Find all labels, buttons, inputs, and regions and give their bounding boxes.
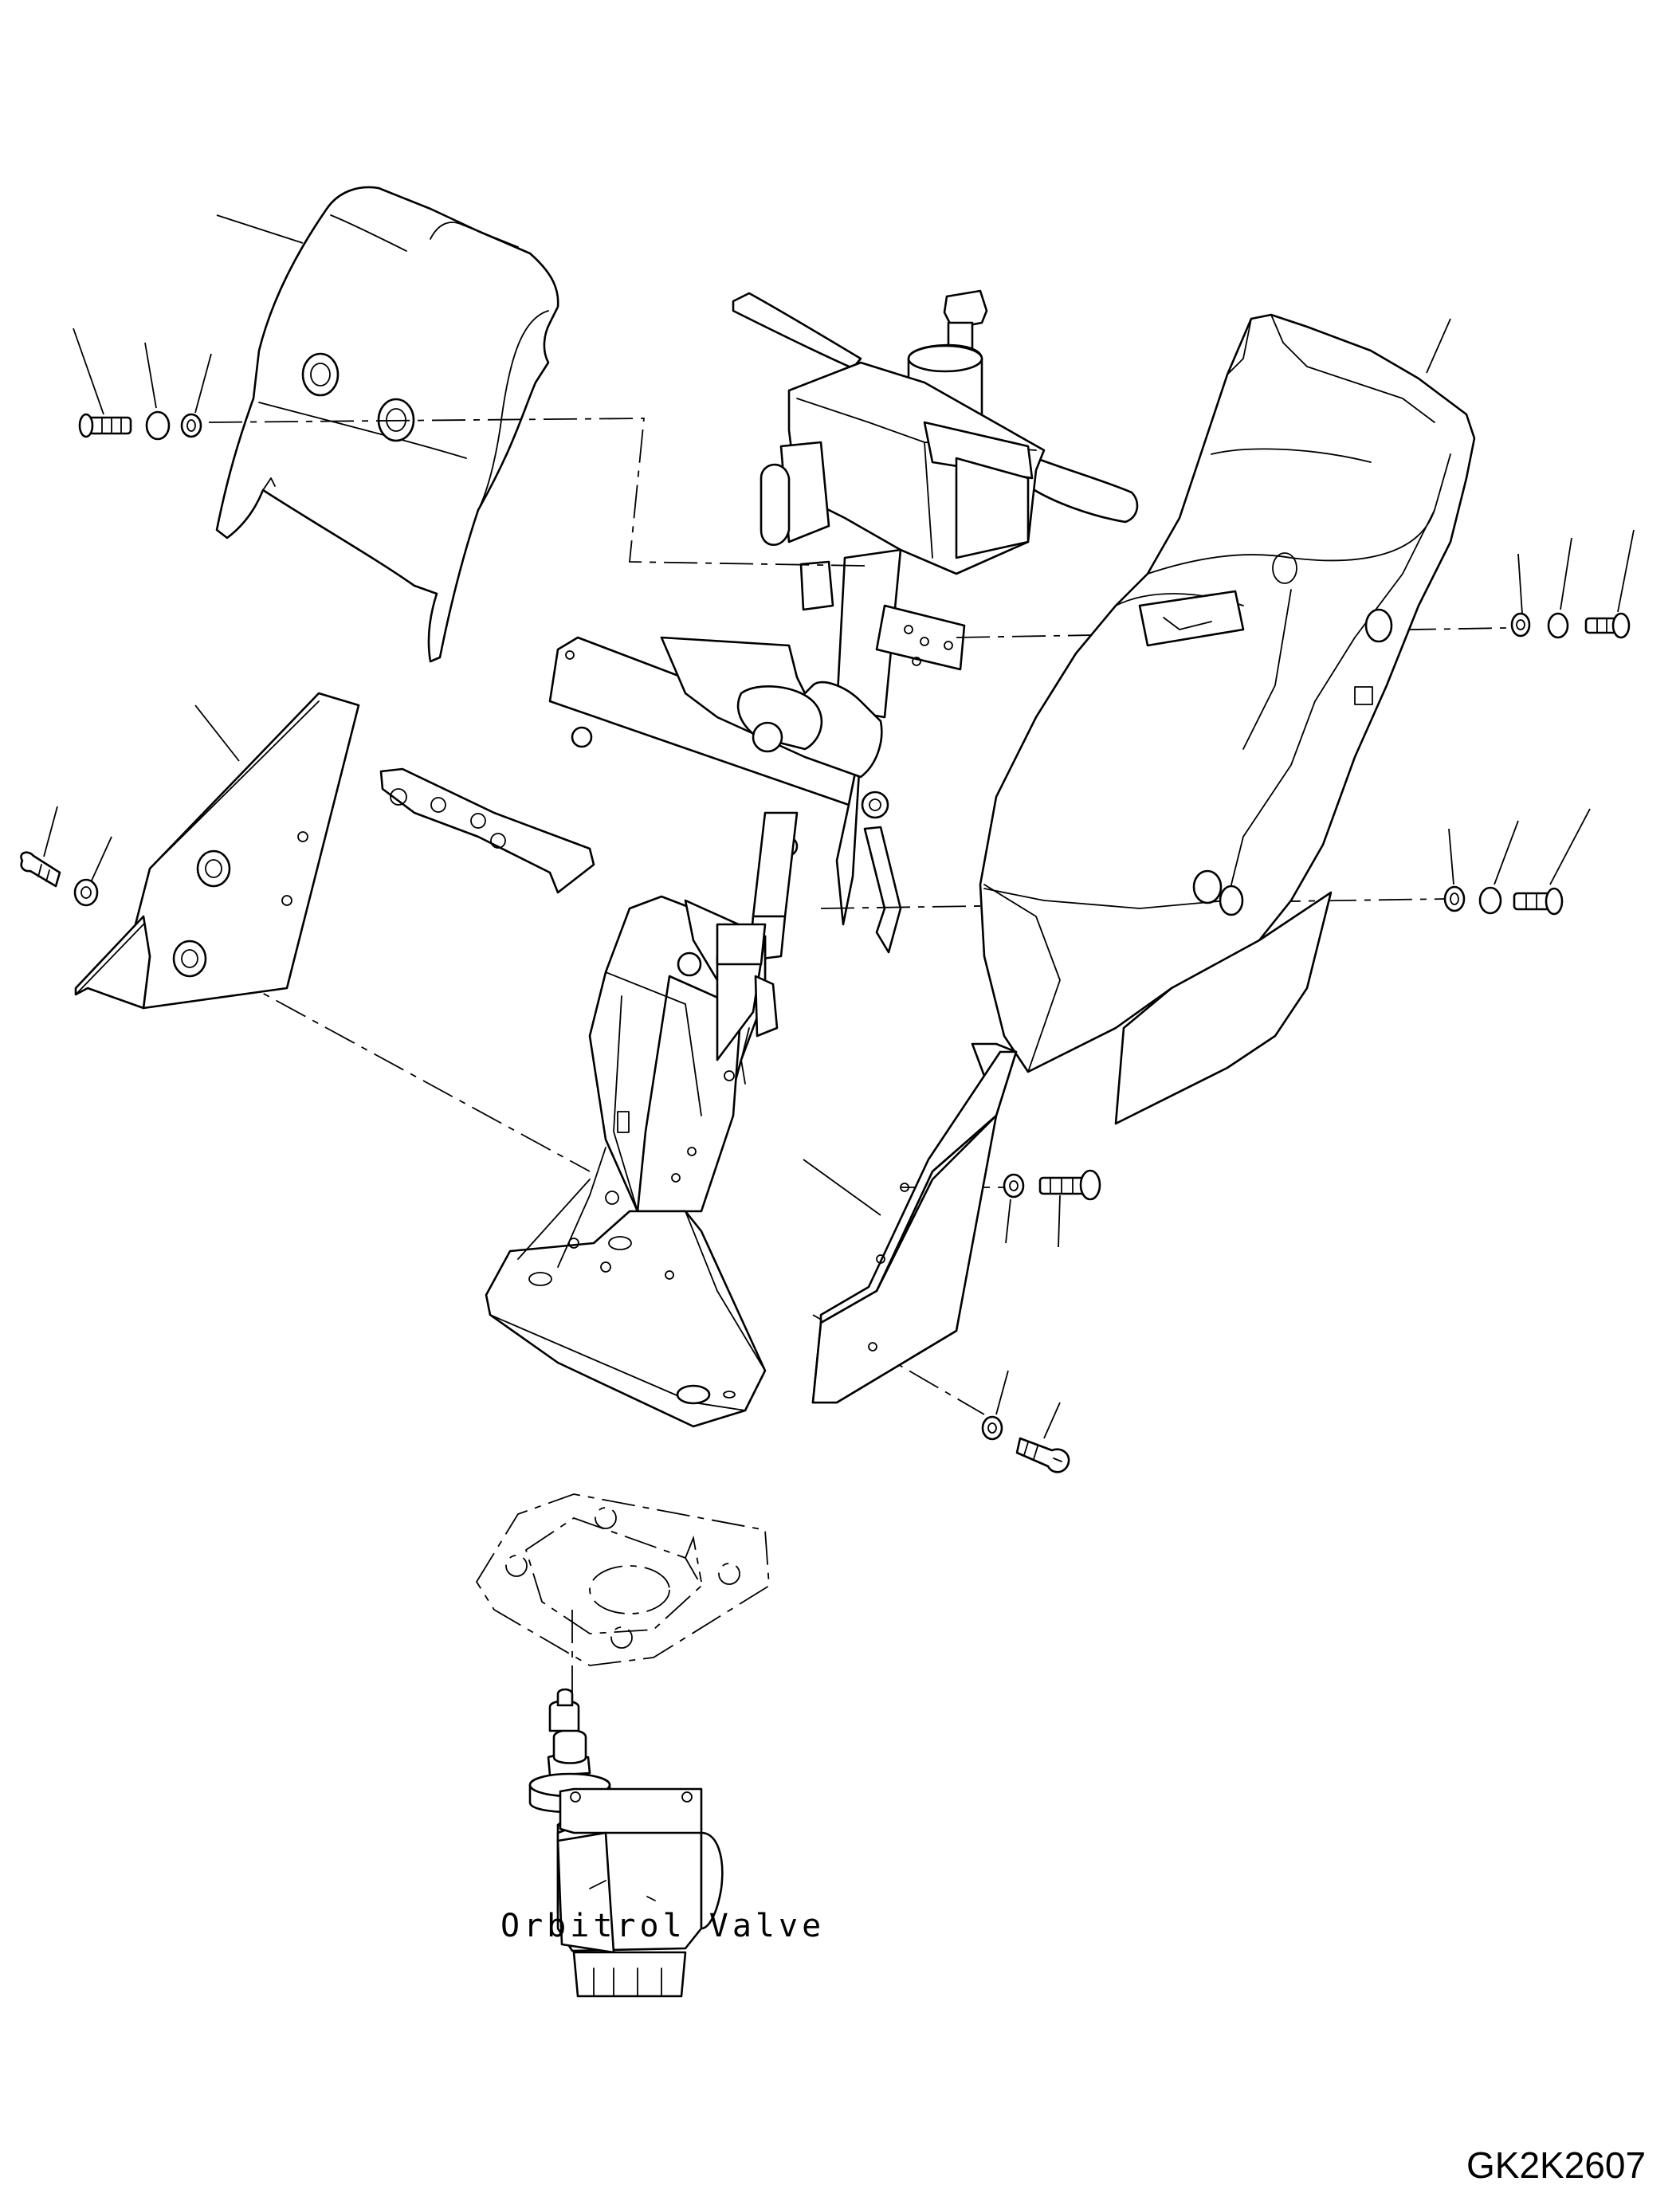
right-plate-washer-upper [1004,1175,1023,1197]
right-plate-washer-lower [983,1417,1002,1439]
steering-column-assembly [381,291,1137,1426]
left-plate-bolt [21,853,60,886]
rear-cover-lockwasher-lower [1445,887,1464,911]
column-cover-rear [980,315,1474,1124]
rear-cover-washer-lower [1480,888,1501,913]
right-plate-bolt-lower [1017,1438,1069,1472]
right-plate-bolt-upper [1040,1171,1100,1199]
rear-cover-bolt-lower [1514,889,1562,914]
rear-cover-bolt-upper [1586,614,1629,638]
mounting-flange [477,1494,769,1665]
column-cover-upper [217,187,558,661]
rear-cover-lockwasher-upper [1512,614,1529,636]
side-plate-right [813,1044,1016,1403]
drawing-number: GK2K2607 [1466,2144,1647,2186]
orbitrol-valve-label: Orbitrol Valve [500,1908,826,1944]
upper-cover-lockwasher [182,414,201,437]
rear-cover-washer-upper [1549,614,1568,638]
upper-cover-washer [147,412,169,439]
orbitrol-valve [530,1689,722,1996]
left-plate-washer [75,880,97,905]
upper-cover-bolt [80,414,131,437]
side-plate-left [76,693,359,1008]
